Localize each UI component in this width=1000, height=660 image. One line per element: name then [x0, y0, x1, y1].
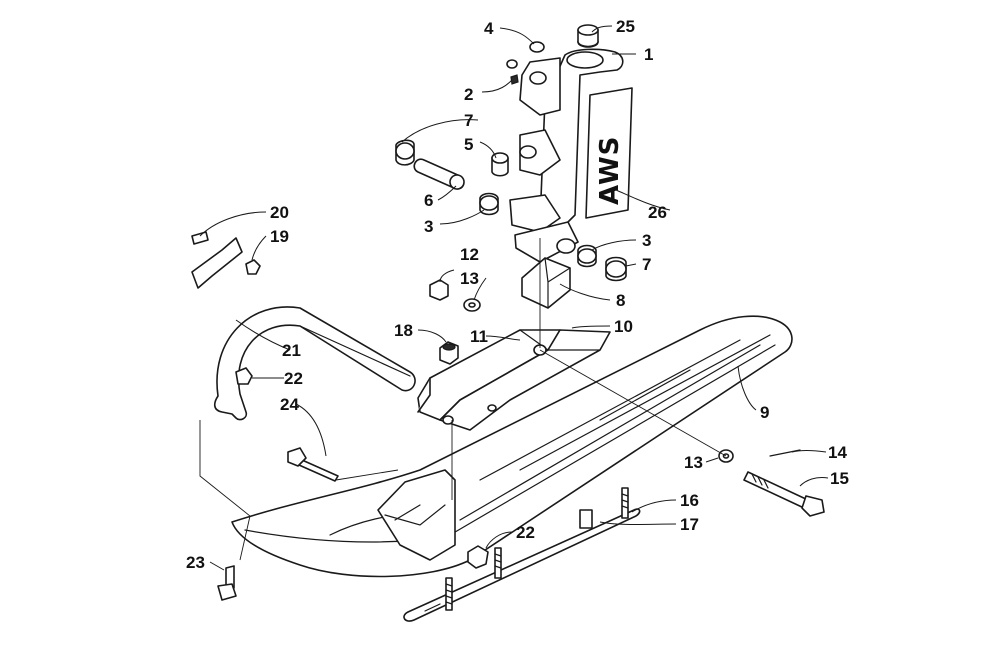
ski-saddle-area — [377, 469, 456, 561]
callout-3b: 3 — [642, 231, 651, 250]
bolt-part-24 — [287, 447, 339, 482]
callout-labels: 25 4 1 2 7 5 6 3 26 20 19 3 7 12 13 8 18… — [186, 17, 849, 572]
callout-13b: 13 — [684, 453, 703, 472]
bushing-part-3-right — [577, 244, 597, 268]
callout-24: 24 — [280, 395, 299, 414]
callout-18: 18 — [394, 321, 413, 340]
callout-12: 12 — [460, 245, 479, 264]
nut-part-19 — [245, 259, 261, 275]
callout-21: 21 — [282, 341, 301, 360]
callout-7a: 7 — [464, 111, 473, 130]
callout-6: 6 — [424, 191, 433, 210]
callout-26: 26 — [648, 203, 667, 222]
bolt-part-23 — [217, 565, 237, 601]
nut-part-22-lower — [467, 545, 489, 569]
callout-5: 5 — [464, 135, 473, 154]
saddle-part-10 — [439, 329, 611, 431]
nut-part-22-upper — [235, 367, 253, 385]
callout-14: 14 — [828, 443, 847, 462]
ski-part-9 — [231, 315, 793, 578]
callout-9: 9 — [760, 403, 769, 422]
callout-22b: 22 — [516, 523, 535, 542]
bushing-part-5 — [491, 152, 509, 177]
callout-8: 8 — [616, 291, 625, 310]
washer-part-4 — [506, 41, 545, 69]
nut-part-12 — [429, 279, 449, 301]
callout-11: 11 — [470, 327, 488, 346]
bushing-part-7-left — [395, 139, 415, 166]
loop-handle-part-21 — [213, 306, 416, 421]
callout-4: 4 — [484, 19, 494, 38]
callout-23: 23 — [186, 553, 205, 572]
callout-25: 25 — [616, 17, 635, 36]
bushing-part-7-right — [605, 256, 627, 282]
callout-1: 1 — [644, 45, 653, 64]
bushing-part-3-left — [479, 192, 499, 216]
callout-22a: 22 — [284, 369, 303, 388]
callout-19: 19 — [270, 227, 289, 246]
alignment-lines — [199, 238, 727, 561]
callout-16: 16 — [680, 491, 699, 510]
leader-lines — [199, 25, 829, 571]
bracket-part-20 — [191, 231, 243, 289]
callout-10: 10 — [614, 317, 633, 336]
callout-3a: 3 — [424, 217, 433, 236]
callout-17: 17 — [680, 515, 699, 534]
callout-13a: 13 — [460, 269, 479, 288]
bumper-part-8 — [521, 257, 571, 309]
spindle-part-1 — [509, 48, 624, 263]
washer-part-13-upper — [463, 298, 481, 312]
grease-fitting-part-2 — [510, 74, 519, 85]
bolt-part-15 — [743, 471, 825, 517]
callout-15: 15 — [830, 469, 849, 488]
callout-7b: 7 — [642, 255, 651, 274]
locknut-part-18 — [439, 341, 459, 365]
shaft-part-6 — [413, 158, 465, 190]
callout-20: 20 — [270, 203, 289, 222]
decal-part-26: AWS — [585, 87, 633, 219]
callout-2: 2 — [464, 85, 473, 104]
decal-aws-text: AWS — [595, 136, 625, 205]
cap-part-25 — [577, 24, 599, 48]
